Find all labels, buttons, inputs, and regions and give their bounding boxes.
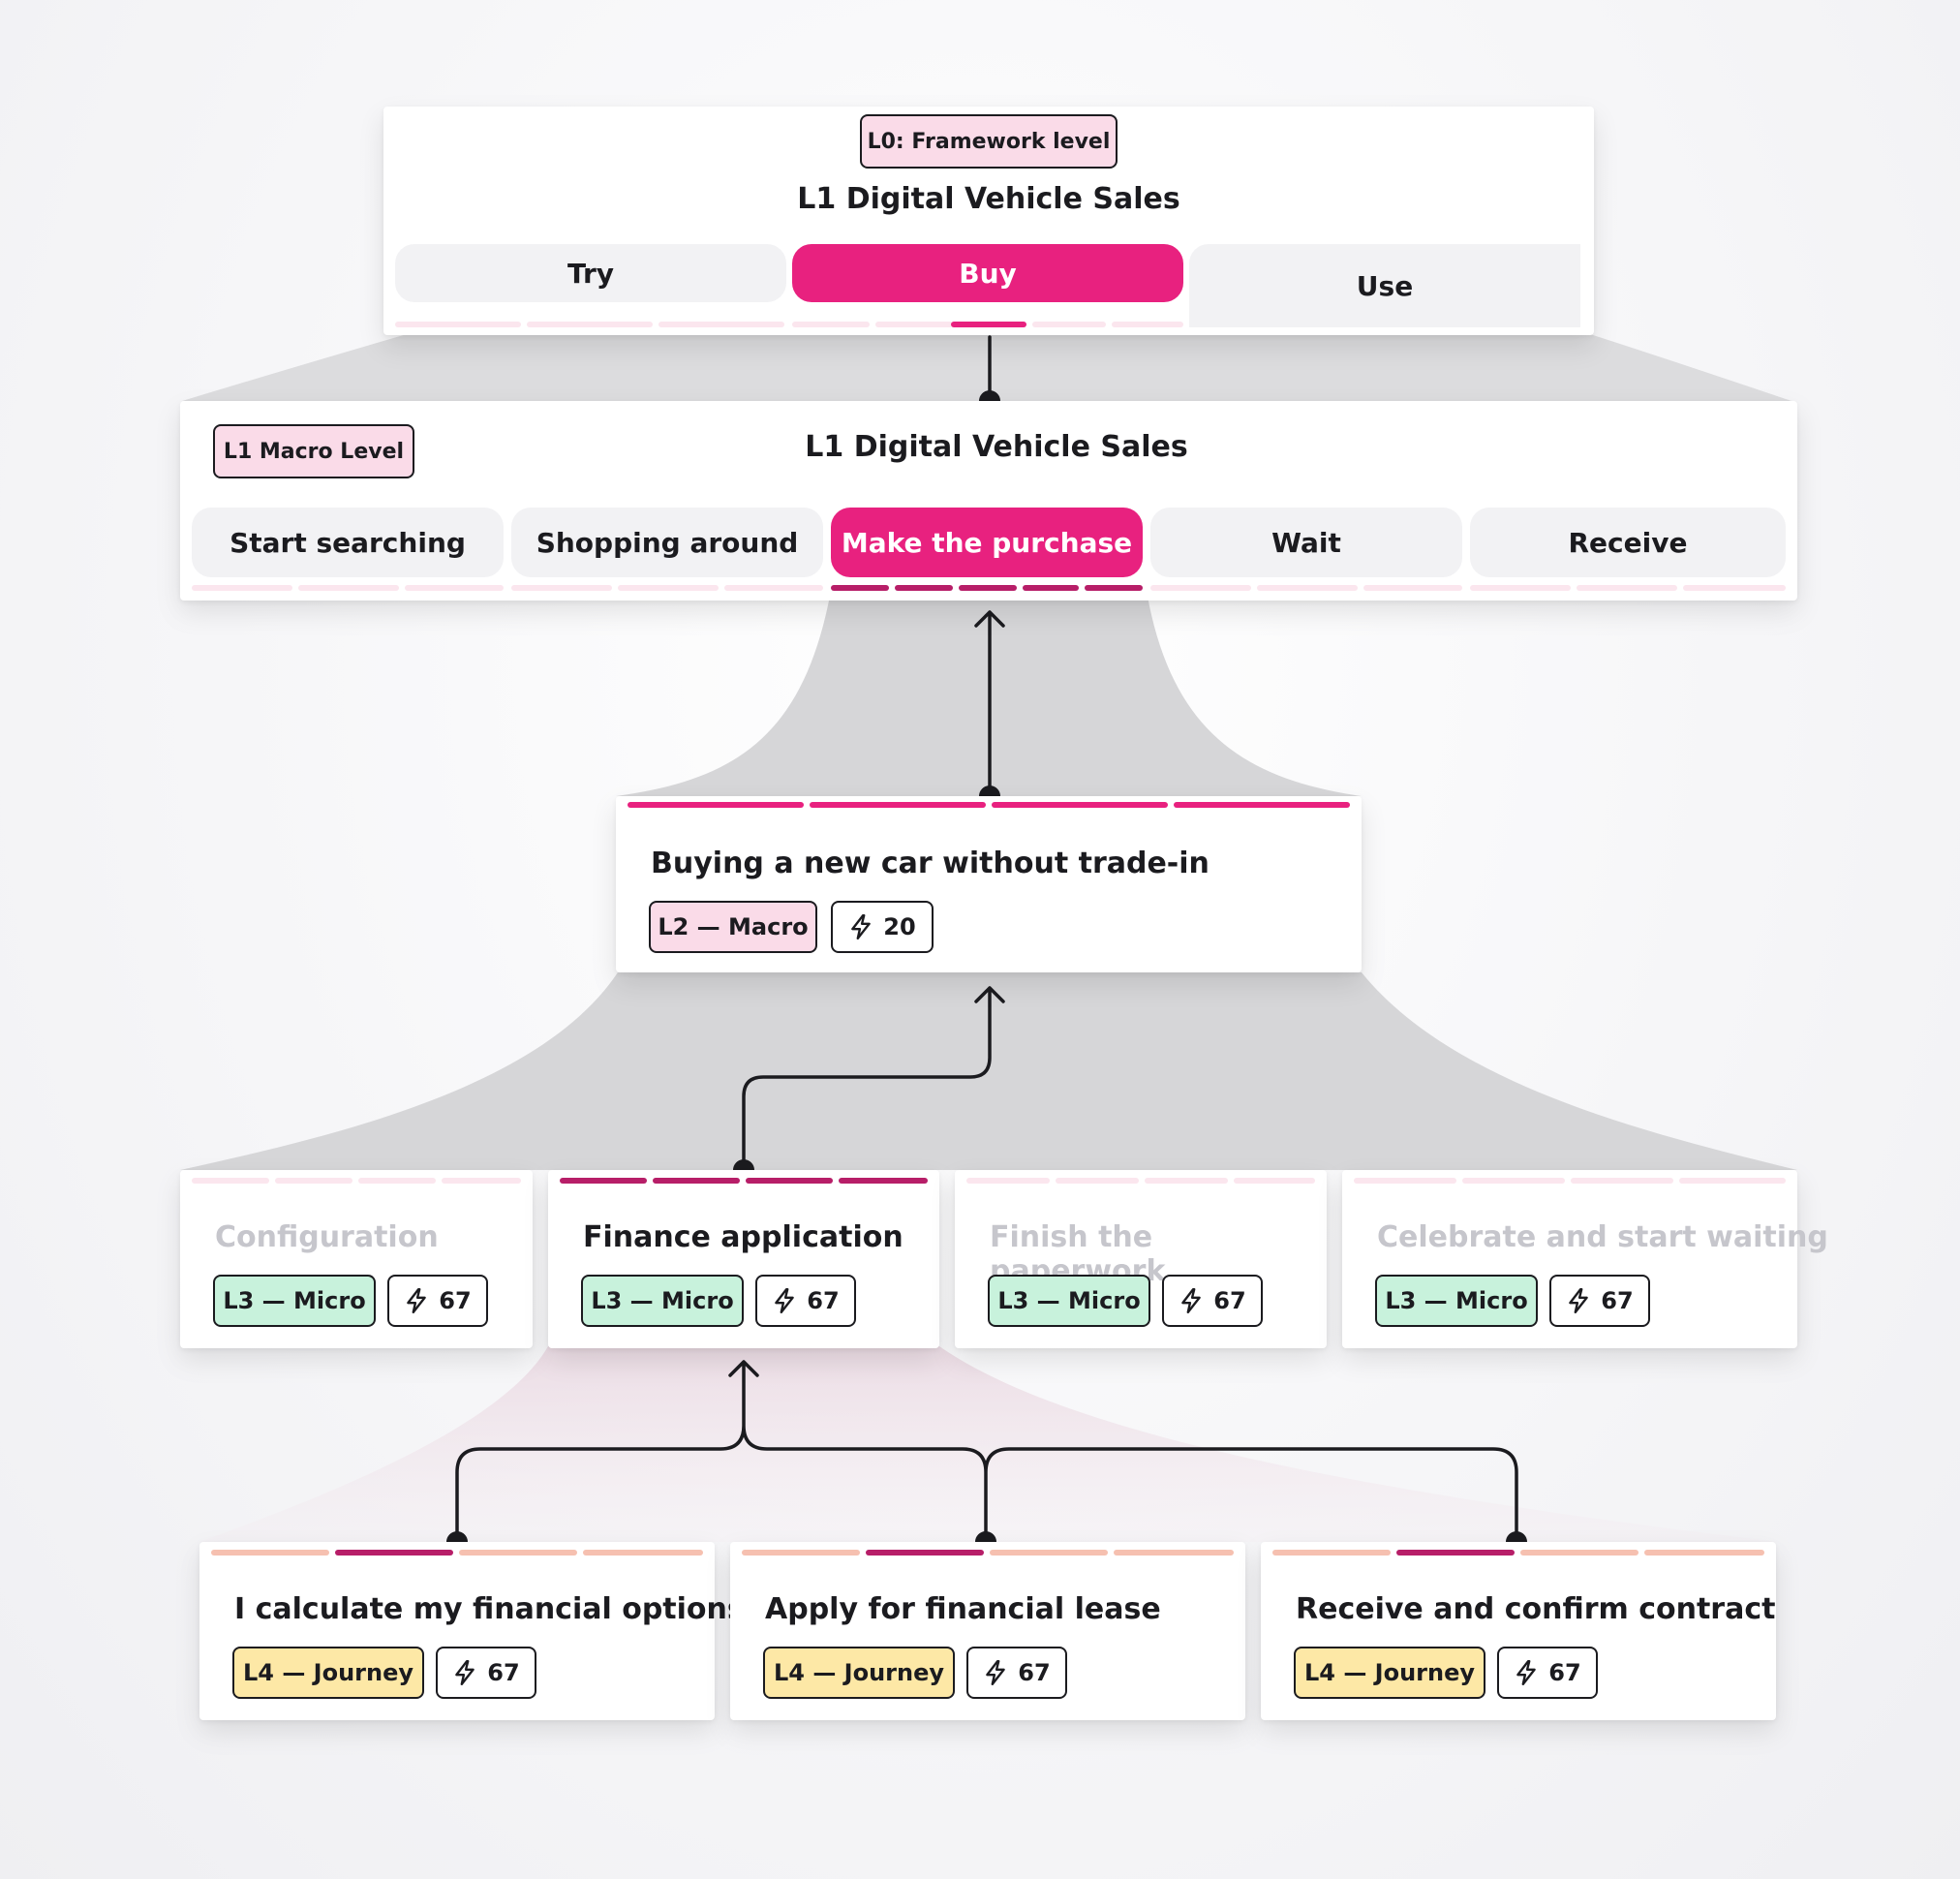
- l0-tab-try[interactable]: Try: [395, 244, 786, 302]
- l3-title: Configuration: [215, 1220, 439, 1254]
- connector-l2-l1: [974, 610, 1005, 794]
- l1-tab-make-the-purchase[interactable]: Make the purchase: [831, 508, 1143, 577]
- l3-card-finish-the-paperwork[interactable]: Finish the paperwork L3 — Micro 67: [955, 1170, 1327, 1348]
- l4-card-receive-confirm-contract[interactable]: Receive and confirm contract L4 — Journe…: [1261, 1542, 1776, 1720]
- l3-level-tag: L3 — Micro: [1375, 1275, 1538, 1327]
- l0-title: L1 Digital Vehicle Sales: [797, 182, 1180, 216]
- connector-dot-l4-2: [975, 1531, 996, 1542]
- connector-dot-l3-top: [733, 1159, 754, 1170]
- l4-card-apply-financial-lease[interactable]: Apply for financial lease L4 — Journey 6…: [730, 1542, 1245, 1720]
- l4-title: I calculate my financial options: [234, 1592, 745, 1626]
- l3-card-celebrate-and-start-waiting[interactable]: Celebrate and start waiting L3 — Micro 6…: [1342, 1170, 1828, 1348]
- l4-level-tag: L4 — Journey: [232, 1647, 424, 1699]
- l4-count: 67: [1548, 1659, 1581, 1686]
- l3-card-configuration[interactable]: Configuration L3 — Micro 67: [180, 1170, 533, 1348]
- l3-count-badge: 67: [387, 1275, 488, 1327]
- l1-macro-card: L1 Macro Level L1 Digital Vehicle Sales …: [180, 401, 1797, 601]
- funnel-l0-l1: [182, 334, 1792, 401]
- lightning-bolt-icon: [986, 1659, 1006, 1686]
- l3-count: 67: [439, 1287, 472, 1314]
- connector-dot-l1-top: [979, 390, 1000, 401]
- lightning-bolt-icon: [1181, 1287, 1202, 1314]
- l1-tab-wait[interactable]: Wait: [1150, 508, 1462, 577]
- l4-title: Receive and confirm contract: [1296, 1592, 1776, 1626]
- l4-count-badge: 67: [1497, 1647, 1598, 1699]
- l2-count: 20: [883, 913, 916, 940]
- l3-count: 67: [1601, 1287, 1634, 1314]
- l1-tab-receive[interactable]: Receive: [1470, 508, 1786, 577]
- lightning-bolt-icon: [851, 913, 872, 940]
- l0-framework-card: L0: Framework level L1 Digital Vehicle S…: [383, 107, 1594, 335]
- l4-count-badge: 67: [436, 1647, 536, 1699]
- l3-count-badge: 67: [1549, 1275, 1650, 1327]
- connector-dot-l4-1: [446, 1531, 468, 1542]
- l1-tab-shopping-around[interactable]: Shopping around: [511, 508, 823, 577]
- l3-level-tag: L3 — Micro: [213, 1275, 376, 1327]
- l3-level-tag: L3 — Micro: [581, 1275, 744, 1327]
- l2-macro-card[interactable]: Buying a new car without trade-in L2 — M…: [616, 796, 1362, 972]
- l3-level-tag: L3 — Micro: [988, 1275, 1150, 1327]
- connector-l4-l3: [455, 1360, 1518, 1540]
- l3-count: 67: [807, 1287, 840, 1314]
- funnel-l3-l4: [199, 1346, 1778, 1542]
- l2-level-tag: L2 — Macro: [649, 901, 817, 953]
- l0-tab-use[interactable]: Use: [1189, 244, 1580, 327]
- l3-count-badge: 67: [755, 1275, 856, 1327]
- l3-title: Celebrate and start waiting: [1377, 1220, 1828, 1254]
- l4-count: 67: [487, 1659, 520, 1686]
- l0-tab-buy[interactable]: Buy: [792, 244, 1183, 302]
- lightning-bolt-icon: [407, 1287, 427, 1314]
- connector-dot-l2-top: [979, 785, 1000, 796]
- connector-dot-l4-3: [1506, 1531, 1527, 1542]
- l3-title: Finance application: [583, 1220, 903, 1254]
- l0-progress-active: [951, 322, 1026, 327]
- connector-l3-l2: [742, 986, 1005, 1166]
- funnel-l2-l3: [180, 972, 1797, 1170]
- l4-card-calculate-financial-options[interactable]: I calculate my financial options L4 — Jo…: [199, 1542, 745, 1720]
- l4-count-badge: 67: [966, 1647, 1067, 1699]
- l4-level-tag: L4 — Journey: [1294, 1647, 1485, 1699]
- l1-tab-start-searching[interactable]: Start searching: [192, 508, 504, 577]
- l2-count-badge: 20: [831, 901, 934, 953]
- lightning-bolt-icon: [455, 1659, 475, 1686]
- lightning-bolt-icon: [1569, 1287, 1589, 1314]
- lightning-bolt-icon: [1516, 1659, 1537, 1686]
- l0-badge: L0: Framework level: [860, 114, 1118, 169]
- l4-level-tag: L4 — Journey: [763, 1647, 955, 1699]
- l3-count-badge: 67: [1162, 1275, 1263, 1327]
- l2-title: Buying a new car without trade-in: [651, 847, 1210, 880]
- l4-count: 67: [1018, 1659, 1051, 1686]
- l3-card-finance-application[interactable]: Finance application L3 — Micro 67: [548, 1170, 939, 1348]
- l4-title: Apply for financial lease: [765, 1592, 1161, 1626]
- l1-title: L1 Digital Vehicle Sales: [805, 430, 1188, 464]
- lightning-bolt-icon: [775, 1287, 795, 1314]
- l1-badge: L1 Macro Level: [213, 424, 414, 478]
- l3-count: 67: [1213, 1287, 1246, 1314]
